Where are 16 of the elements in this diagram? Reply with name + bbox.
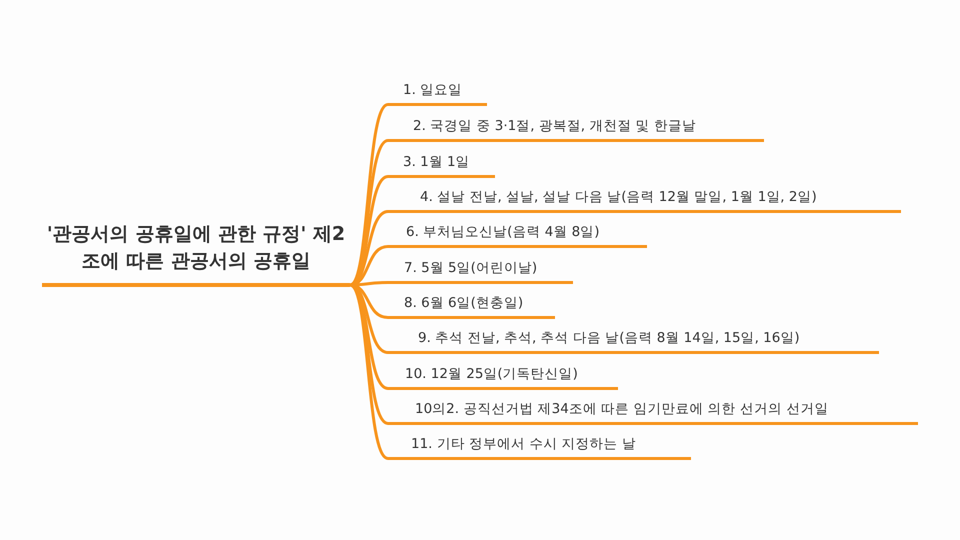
topic-label: 1. 일요일 <box>403 82 462 98</box>
topic-label: 10의2. 공직선거법 제34조에 따른 임기만료에 의한 선거의 선거일 <box>415 401 828 417</box>
topic-label: 8. 6월 6일(현충일) <box>404 295 524 311</box>
topic-label: 9. 추석 전날, 추석, 추석 다음 날(음력 8월 14일, 15일, 16일) <box>418 330 800 346</box>
branch-line <box>348 139 390 286</box>
topic-label: 4. 설날 전날, 설날, 설날 다음 날(음력 12월 말일, 1월 1일, 2일) <box>420 189 817 205</box>
topic-label: 3. 1월 1일 <box>403 154 470 170</box>
topic-label: 7. 5월 5일(어린이날) <box>404 260 538 276</box>
branch-line <box>348 284 390 390</box>
topic-label: 11. 기타 정부에서 수시 지정하는 날 <box>411 436 636 452</box>
topic-title: '관공서의 공휴일에 관한 규정' 제2조에 따른 관공서의 공휴일 <box>46 222 346 274</box>
branch-line <box>348 284 390 460</box>
topic-label: 6. 부처님오신날(음력 4월 8일) <box>406 224 600 240</box>
branch-line <box>348 210 390 286</box>
topic-label: 2. 국경일 중 3·1절, 광복절, 개천절 및 한글날 <box>413 118 696 134</box>
topic-label: 10. 12월 25일(기독탄신일) <box>405 366 578 382</box>
